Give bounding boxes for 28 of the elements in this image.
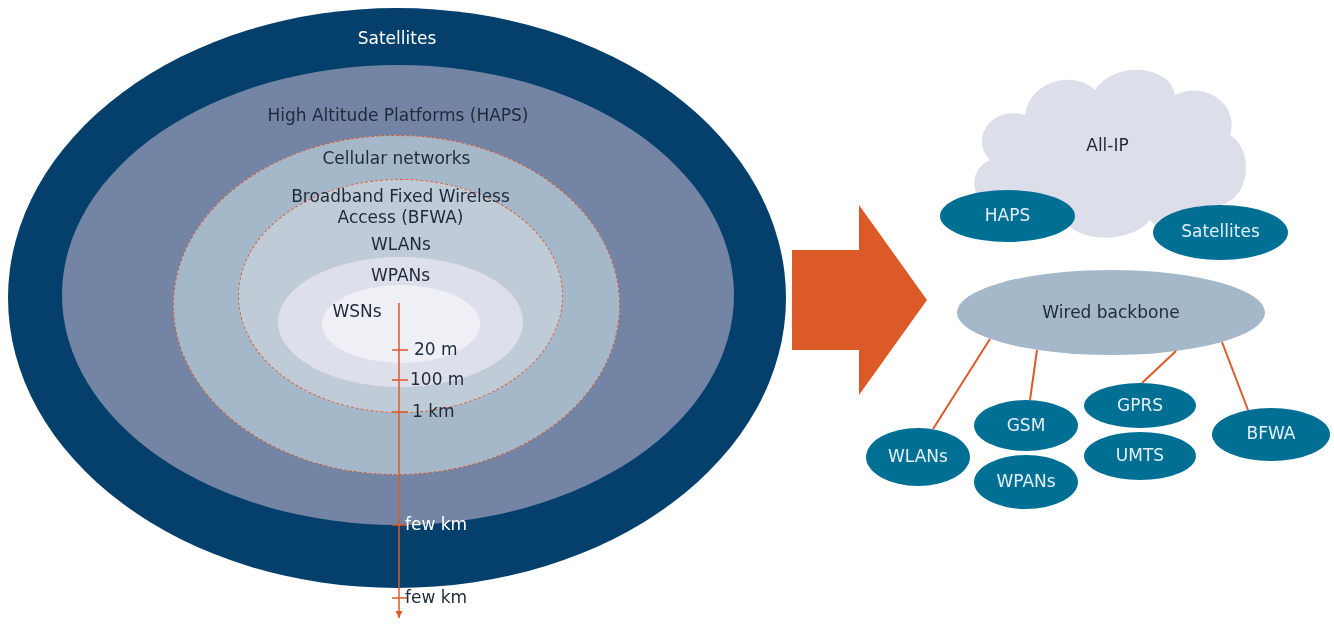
node-label: BFWA (1245, 423, 1297, 444)
node-label: GPRS (1116, 395, 1164, 416)
distance-label: 1 km (412, 401, 455, 421)
node-label: WLANs (370, 234, 432, 255)
node-label: Satellites (356, 28, 438, 49)
node-label: GSM (1005, 415, 1047, 436)
node-label: Cellular networks (321, 148, 472, 169)
connector-line (1141, 350, 1177, 384)
distance-label: 100 m (410, 369, 465, 389)
node-label: Satellites (1180, 221, 1261, 242)
block-arrow (792, 205, 927, 395)
distance-label: 20 m (414, 339, 458, 359)
connector-line (1195, 440, 1215, 457)
node-label: WPANs (369, 265, 432, 286)
distance-label: few km (405, 587, 468, 607)
connector-line (932, 338, 991, 430)
node-label: Broadband Fixed Wireless Access (BFWA) (290, 186, 511, 228)
node-label: Wired backbone (1041, 302, 1181, 323)
node-label: HAPS (983, 205, 1032, 226)
node-label: WPANs (995, 471, 1057, 492)
distance-label: few km (405, 514, 468, 534)
connector-line (1221, 341, 1249, 411)
node-label: WSNs (331, 301, 383, 322)
node-label: UMTS (1114, 445, 1166, 466)
node-label: All-IP (1085, 135, 1130, 156)
node-label: WLANs (887, 446, 949, 467)
connector-line (1029, 349, 1038, 401)
node-label: High Altitude Platforms (HAPS) (266, 105, 530, 126)
